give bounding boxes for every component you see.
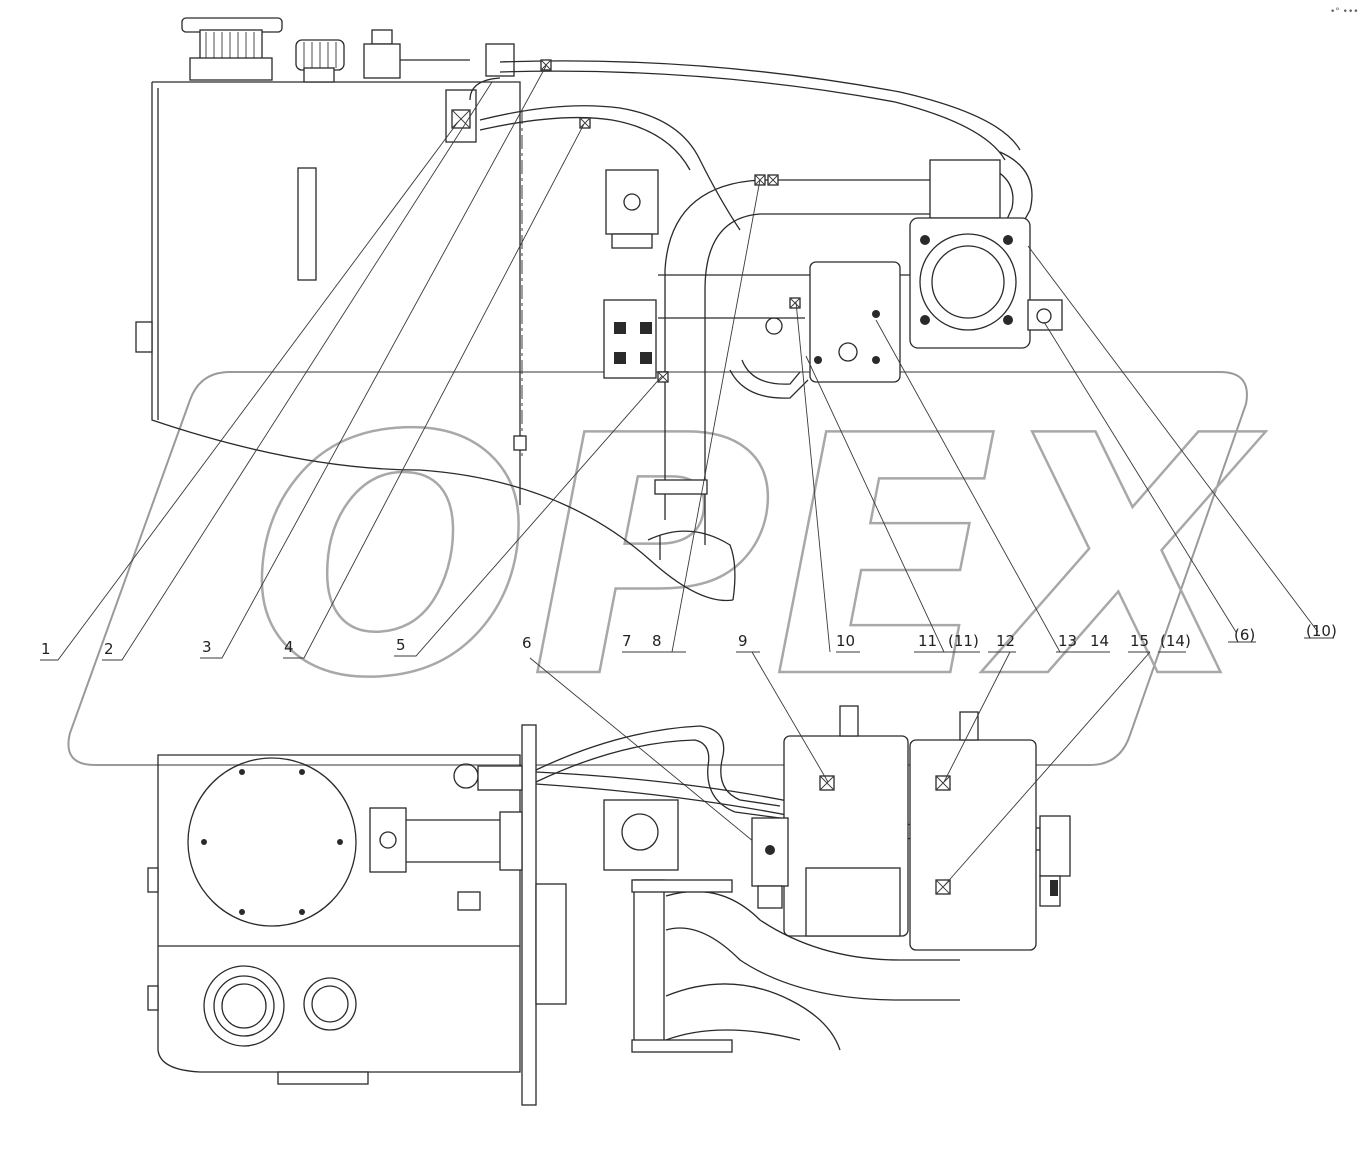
pressure-hoses [469, 60, 1033, 233]
tank-body [151, 81, 734, 602]
callout-2: 2 [104, 640, 114, 658]
callout-9: 9 [738, 632, 748, 650]
corner-mark: •° ••• [1330, 7, 1359, 17]
callout-14: 14 [1090, 632, 1109, 650]
callout-12: 12 [996, 632, 1015, 650]
return-hose-outlet [453, 763, 523, 791]
pump-port [765, 317, 783, 335]
callout-7: 7 [622, 632, 632, 650]
bottom-view [147, 705, 1071, 1106]
inspection-port-2 [303, 977, 357, 1031]
callout-11-alt: (11) [948, 632, 979, 650]
suction-block [369, 807, 523, 873]
callout-3: 3 [202, 638, 212, 656]
tandem-pump-rear [909, 711, 1037, 951]
callout-11: 11 [918, 632, 937, 650]
callout-15: 15 [1130, 632, 1149, 650]
hose-clamp-a [540, 59, 552, 71]
suction-fitting-1 [445, 89, 477, 143]
callout-13: 13 [1058, 632, 1077, 650]
callout-8: 8 [652, 632, 662, 650]
return-fitting [485, 43, 515, 77]
tank-side-port [135, 321, 153, 353]
suction-pipe [647, 159, 1001, 601]
level-sensor [457, 891, 481, 911]
inspection-port-1 [203, 965, 285, 1047]
watermark-text: OPEX [250, 366, 1266, 750]
tank-foot [277, 1071, 369, 1085]
hose-clamp-b [579, 117, 591, 129]
callout-6: 6 [522, 634, 532, 652]
callout-5: 5 [396, 636, 406, 654]
top-view [40, 17, 1334, 861]
main-pump [909, 217, 1063, 349]
callout-1: 1 [41, 640, 51, 658]
control-valve [1039, 815, 1071, 907]
tank-drain-plug [513, 435, 527, 451]
pipe-clamp [654, 479, 708, 495]
solenoid-valve [751, 817, 789, 909]
sight-gauge [297, 167, 317, 281]
valve-block-lower [603, 299, 657, 379]
access-cover-large [187, 757, 357, 927]
watermark-frame [67, 371, 1248, 766]
callout-10-alt: (10) [1306, 622, 1337, 640]
leader-lines-bottom [736, 651, 1186, 887]
pump-sensor [1027, 299, 1063, 331]
mounting-flange [521, 724, 537, 1106]
callout-6-alt: (6) [1234, 626, 1255, 644]
hose-clamp-e [789, 297, 801, 309]
callout-4: 4 [284, 638, 294, 656]
suction-hose-lower [631, 879, 960, 1053]
callout-10: 10 [836, 632, 855, 650]
breather-valve [363, 29, 470, 79]
watermark: OPEX [67, 365, 1267, 766]
hose-clamp-d [657, 371, 669, 383]
auxiliary-pump [729, 261, 901, 399]
filler-cap-right [295, 39, 345, 83]
callout-14-alt: (14) [1160, 632, 1191, 650]
callout-labels: 1 2 3 4 5 6 7 8 9 10 11 (11) 12 13 14 15… [41, 7, 1359, 658]
tank-lower-body [157, 754, 521, 1073]
filter-housing [603, 799, 679, 871]
tandem-pump-front [783, 705, 909, 937]
filler-cap-left [181, 17, 283, 81]
valve-block-upper [605, 169, 659, 249]
